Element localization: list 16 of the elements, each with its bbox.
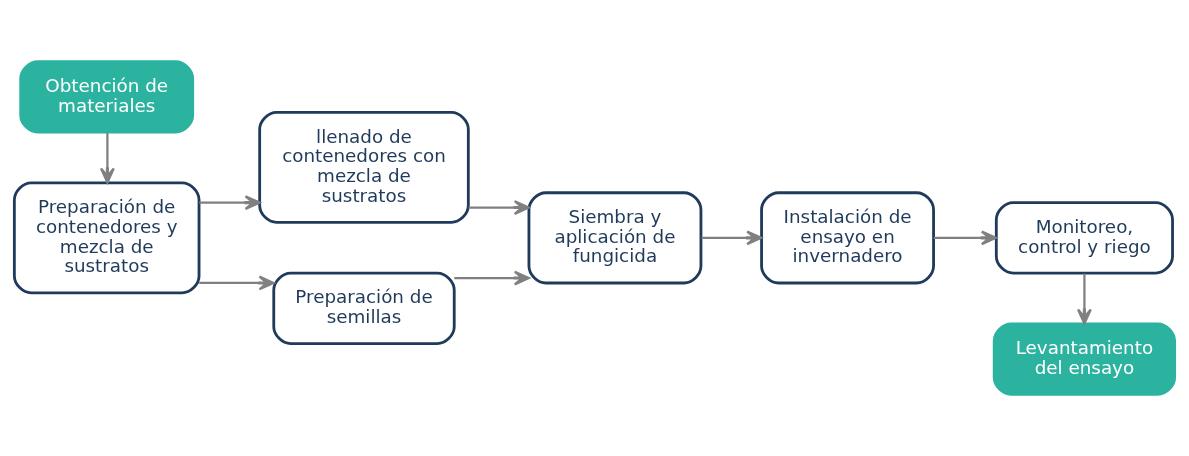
- arrow: [99, 132, 115, 184]
- node-box: Levantamiento del ensayo: [992, 322, 1177, 396]
- arrow: [933, 230, 998, 246]
- arrow: [199, 195, 261, 211]
- arrow: [1076, 273, 1092, 325]
- node-box: Monitoreo, control y riego: [994, 201, 1174, 275]
- node-box: llenado de contenedores con mezcla de sustratos: [258, 111, 470, 224]
- node-box: Instalación de ensayo en invernadero: [760, 191, 935, 285]
- node-box: Obtención de materiales: [19, 60, 195, 134]
- arrow: [468, 200, 530, 216]
- node-box: Preparación de semillas: [272, 271, 456, 346]
- node-box: Preparación de contenedores y mezcla de sustratos: [12, 181, 201, 295]
- arrow: [454, 270, 530, 286]
- arrow: [701, 230, 763, 246]
- arrow: [199, 275, 275, 291]
- node-box: Siembra y aplicación de fungicida: [527, 191, 703, 285]
